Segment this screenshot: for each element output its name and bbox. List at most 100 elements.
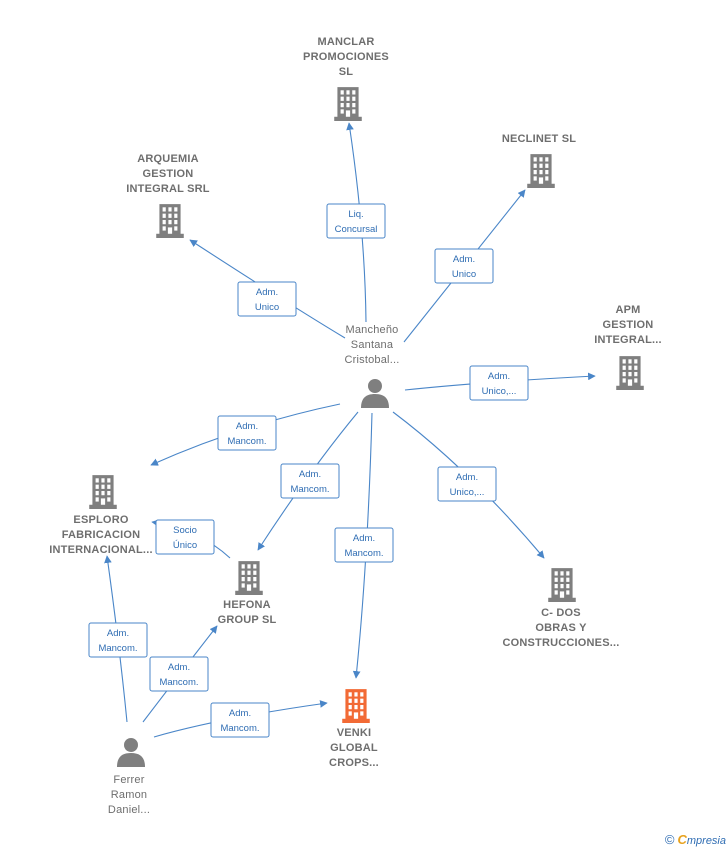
edge-labels-layer: Liq.ConcursalAdm.UnicoAdm.UnicoAdm.Unico… <box>88 203 529 738</box>
edge-label-ferrer-to-esploro[interactable]: Adm. Mancom. <box>88 622 148 658</box>
edge-label-manchen-to-venki[interactable]: Adm. Mancom. <box>334 527 394 563</box>
edge-label-box <box>88 622 148 658</box>
edge-label-box <box>326 203 386 239</box>
node-label: ARQUEMIA <box>137 153 199 165</box>
edge-label-text: Mancom. <box>227 436 266 447</box>
edge-label-manchen-to-esploro[interactable]: Adm. Mancom. <box>217 415 277 451</box>
edge-label-text: Adm. <box>453 254 475 265</box>
edge-label-box <box>210 702 270 738</box>
building-icon <box>156 204 184 238</box>
edge-label-text: Adm. <box>229 708 251 719</box>
node-ferrer[interactable]: FerrerRamonDaniel... <box>108 738 150 816</box>
edge-label-text: Adm. <box>236 421 258 432</box>
edge-label-text: Socio <box>173 525 197 536</box>
edge-label-manchen-to-arquemia[interactable]: Adm. Unico <box>237 281 297 317</box>
edge-label-manchen-to-hefona[interactable]: Adm. Mancom. <box>280 463 340 499</box>
edge-label-text: Mancom. <box>290 484 329 495</box>
node-label: INTEGRAL SRL <box>126 183 210 195</box>
node-arquemia[interactable]: ARQUEMIA GESTION INTEGRAL SRL <box>126 153 210 238</box>
node-label: MANCLAR <box>317 36 374 48</box>
node-label: GROUP SL <box>218 614 277 626</box>
edge-label-manchen-to-apm[interactable]: Adm. Unico,... <box>469 365 529 401</box>
edge-label-text: Mancom. <box>159 677 198 688</box>
node-label: APM <box>615 304 640 316</box>
edge-label-box <box>334 527 394 563</box>
node-label: NECLINET SL <box>502 133 576 145</box>
edge-label-text: Mancom. <box>220 723 259 734</box>
edge-label-box <box>237 281 297 317</box>
edge-label-text: Unico <box>452 269 476 280</box>
node-label: Daniel... <box>108 804 150 816</box>
node-hefona[interactable]: HEFONA GROUP SL <box>218 561 277 626</box>
brand-logo-initial: C <box>677 832 687 847</box>
node-label: OBRAS Y <box>535 622 587 634</box>
node-manclar[interactable]: MANCLAR PROMOCIONES SL <box>303 36 389 121</box>
building-icon <box>616 356 644 390</box>
person-icon <box>117 738 145 767</box>
node-label: HEFONA <box>223 599 271 611</box>
edge-label-box <box>469 365 529 401</box>
edge-label-box <box>149 656 209 692</box>
building-icon <box>89 475 117 509</box>
edge-label-text: Unico,... <box>482 386 517 397</box>
node-manchen[interactable]: MancheñoSantanaCristobal... <box>345 324 400 408</box>
node-neclinet[interactable]: NECLINET SL <box>502 133 576 188</box>
edge-label-box <box>217 415 277 451</box>
node-label: SL <box>339 66 354 78</box>
edge-label-box <box>155 519 215 555</box>
person-icon <box>361 379 389 408</box>
node-label: Santana <box>351 339 394 351</box>
node-label: CROPS... <box>329 757 379 769</box>
edge-label-text: Unico,... <box>450 487 485 498</box>
edge-label-text: Adm. <box>299 469 321 480</box>
edge-label-text: Único <box>173 540 197 551</box>
node-label: FABRICACION <box>62 529 141 541</box>
building-icon <box>527 154 555 188</box>
node-label: PROMOCIONES <box>303 51 389 63</box>
edge-label-text: Concursal <box>335 224 378 235</box>
edge-label-text: Adm. <box>256 287 278 298</box>
edge-label-text: Adm. <box>353 533 375 544</box>
edge-label-ferrer-to-venki[interactable]: Adm. Mancom. <box>210 702 270 738</box>
node-label: Cristobal... <box>345 354 400 366</box>
node-label: GESTION <box>603 319 654 331</box>
node-label: GESTION <box>143 168 194 180</box>
footer-brand: ©Cmpresia <box>665 832 726 847</box>
edge-label-text: Adm. <box>456 472 478 483</box>
building-icon <box>548 568 576 602</box>
edge-label-ferrer-to-hefona[interactable]: Adm. Mancom. <box>149 656 209 692</box>
building-icon <box>235 561 263 595</box>
edge-label-manchen-to-cdos[interactable]: Adm. Unico,... <box>437 466 497 502</box>
node-label: Ramon <box>111 789 147 801</box>
node-cdos[interactable]: C- DOS OBRAS Y CONSTRUCCIONES... <box>502 568 619 649</box>
edge-label-manchen-to-manclar[interactable]: Liq. Concursal <box>326 203 386 239</box>
edge-label-manchen-to-neclinet[interactable]: Adm. Unico <box>434 248 494 284</box>
edge-label-text: Liq. <box>348 209 363 220</box>
edge-label-box <box>434 248 494 284</box>
node-label: C- DOS <box>541 607 581 619</box>
edge-label-text: Mancom. <box>344 548 383 559</box>
node-label: CONSTRUCCIONES... <box>502 637 619 649</box>
node-label: ESPLORO <box>73 514 128 526</box>
node-label: GLOBAL <box>330 742 378 754</box>
node-label: INTEGRAL... <box>594 334 662 346</box>
edge-label-text: Unico <box>255 302 279 313</box>
edge-label-text: Adm. <box>488 371 510 382</box>
node-venki[interactable]: VENKI GLOBAL CROPS... <box>329 689 379 769</box>
node-apm[interactable]: APM GESTION INTEGRAL... <box>594 304 662 390</box>
node-esploro[interactable]: ESPLORO FABRICACION INTERNACIONAL... <box>49 475 153 556</box>
building-icon <box>334 87 362 121</box>
edge-label-text: Adm. <box>107 628 129 639</box>
edge-label-box <box>280 463 340 499</box>
edge-label-text: Mancom. <box>98 643 137 654</box>
nodes-layer: MANCLAR PROMOCIONES SL NECLINET SL ARQUEMIA G… <box>49 36 662 816</box>
node-label: Mancheño <box>346 324 399 336</box>
node-label: VENKI <box>337 727 372 739</box>
node-label: Ferrer <box>113 774 144 786</box>
edge-label-text: Adm. <box>168 662 190 673</box>
node-label: INTERNACIONAL... <box>49 544 152 556</box>
building-icon <box>342 689 370 723</box>
copyright-icon: © <box>664 832 675 847</box>
